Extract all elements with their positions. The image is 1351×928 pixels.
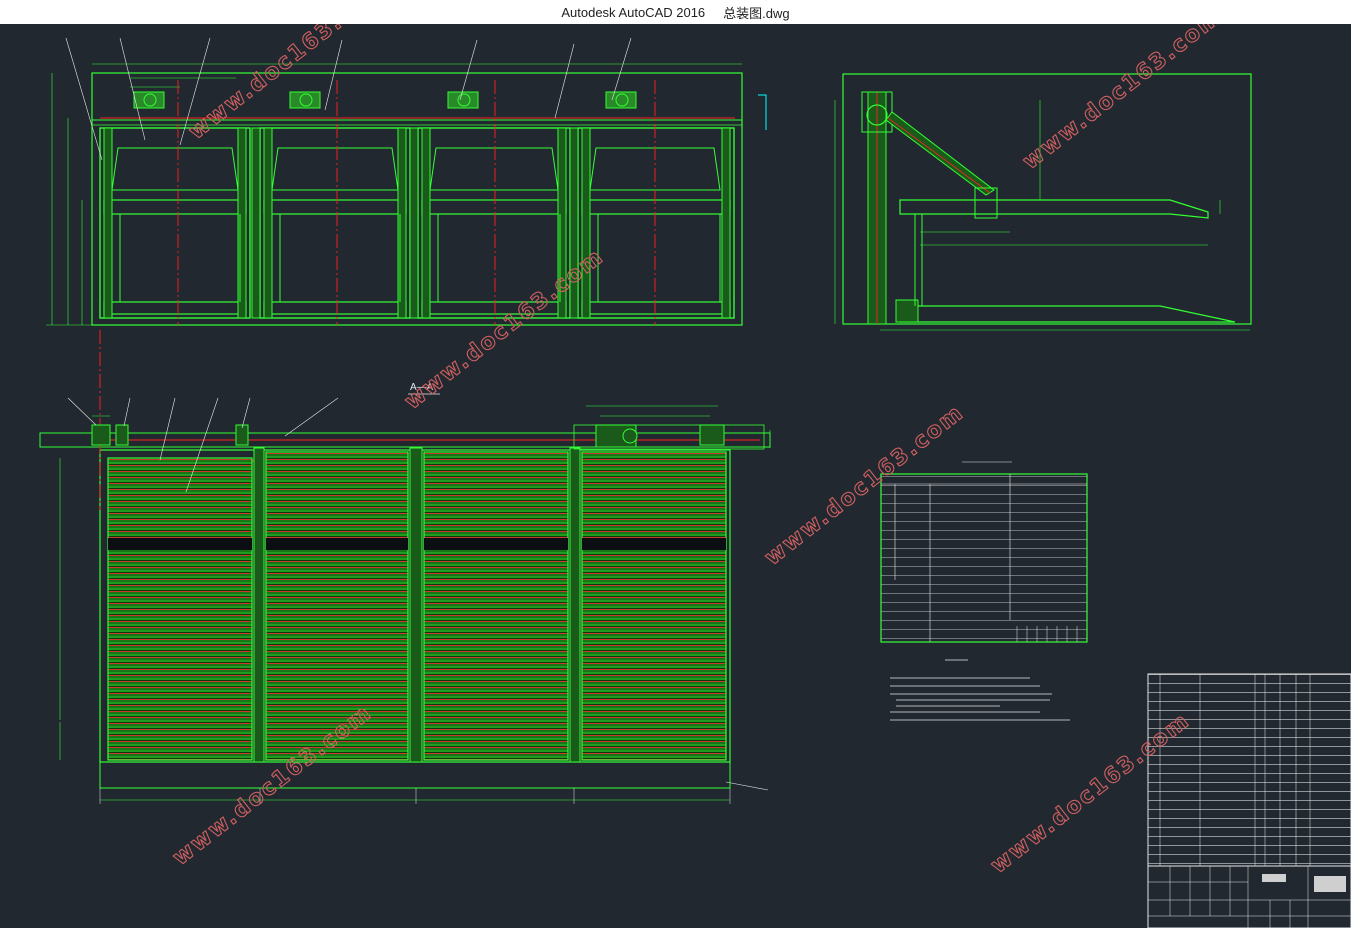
plan-view-a-a: A—A [39,330,771,804]
section-label: A—A [410,382,434,393]
side-elevation-view [834,73,1252,331]
watermark-2: www.doc163.com [1018,24,1227,175]
cad-drawing: A—A [39,24,1351,928]
watermark-3: www.doc163.com [400,244,609,415]
title-bar: Autodesk AutoCAD 2016 总装图.dwg [0,0,1351,25]
title-block [1147,673,1351,928]
watermark-1: www.doc163.com [184,24,393,145]
front-elevation-view [46,37,767,400]
app-name: Autodesk AutoCAD 2016 [561,4,706,20]
drawing-canvas[interactable]: A—A [0,24,1351,928]
parameter-table [880,461,1088,643]
file-name: 总装图.dwg [723,5,790,21]
technical-notes [890,659,1070,721]
